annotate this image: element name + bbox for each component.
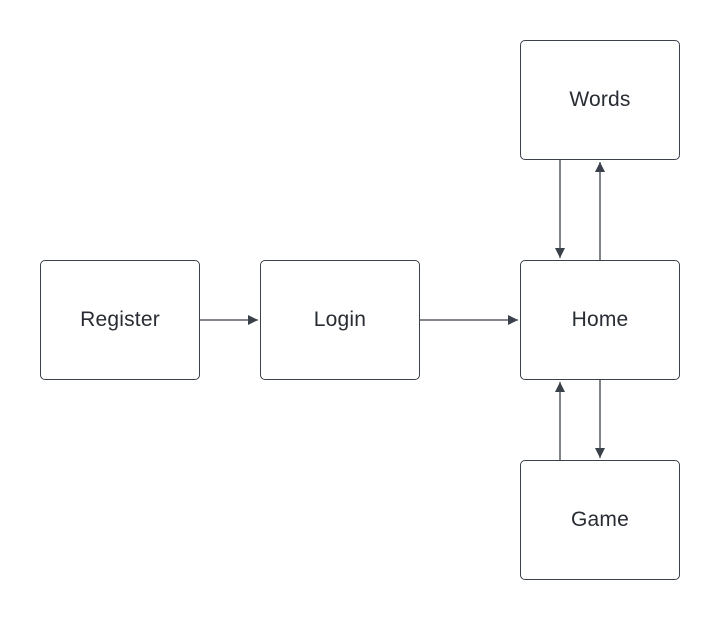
node-words: Words (520, 40, 680, 160)
node-register: Register (40, 260, 200, 380)
node-game: Game (520, 460, 680, 580)
node-login: Login (260, 260, 420, 380)
node-home: Home (520, 260, 680, 380)
